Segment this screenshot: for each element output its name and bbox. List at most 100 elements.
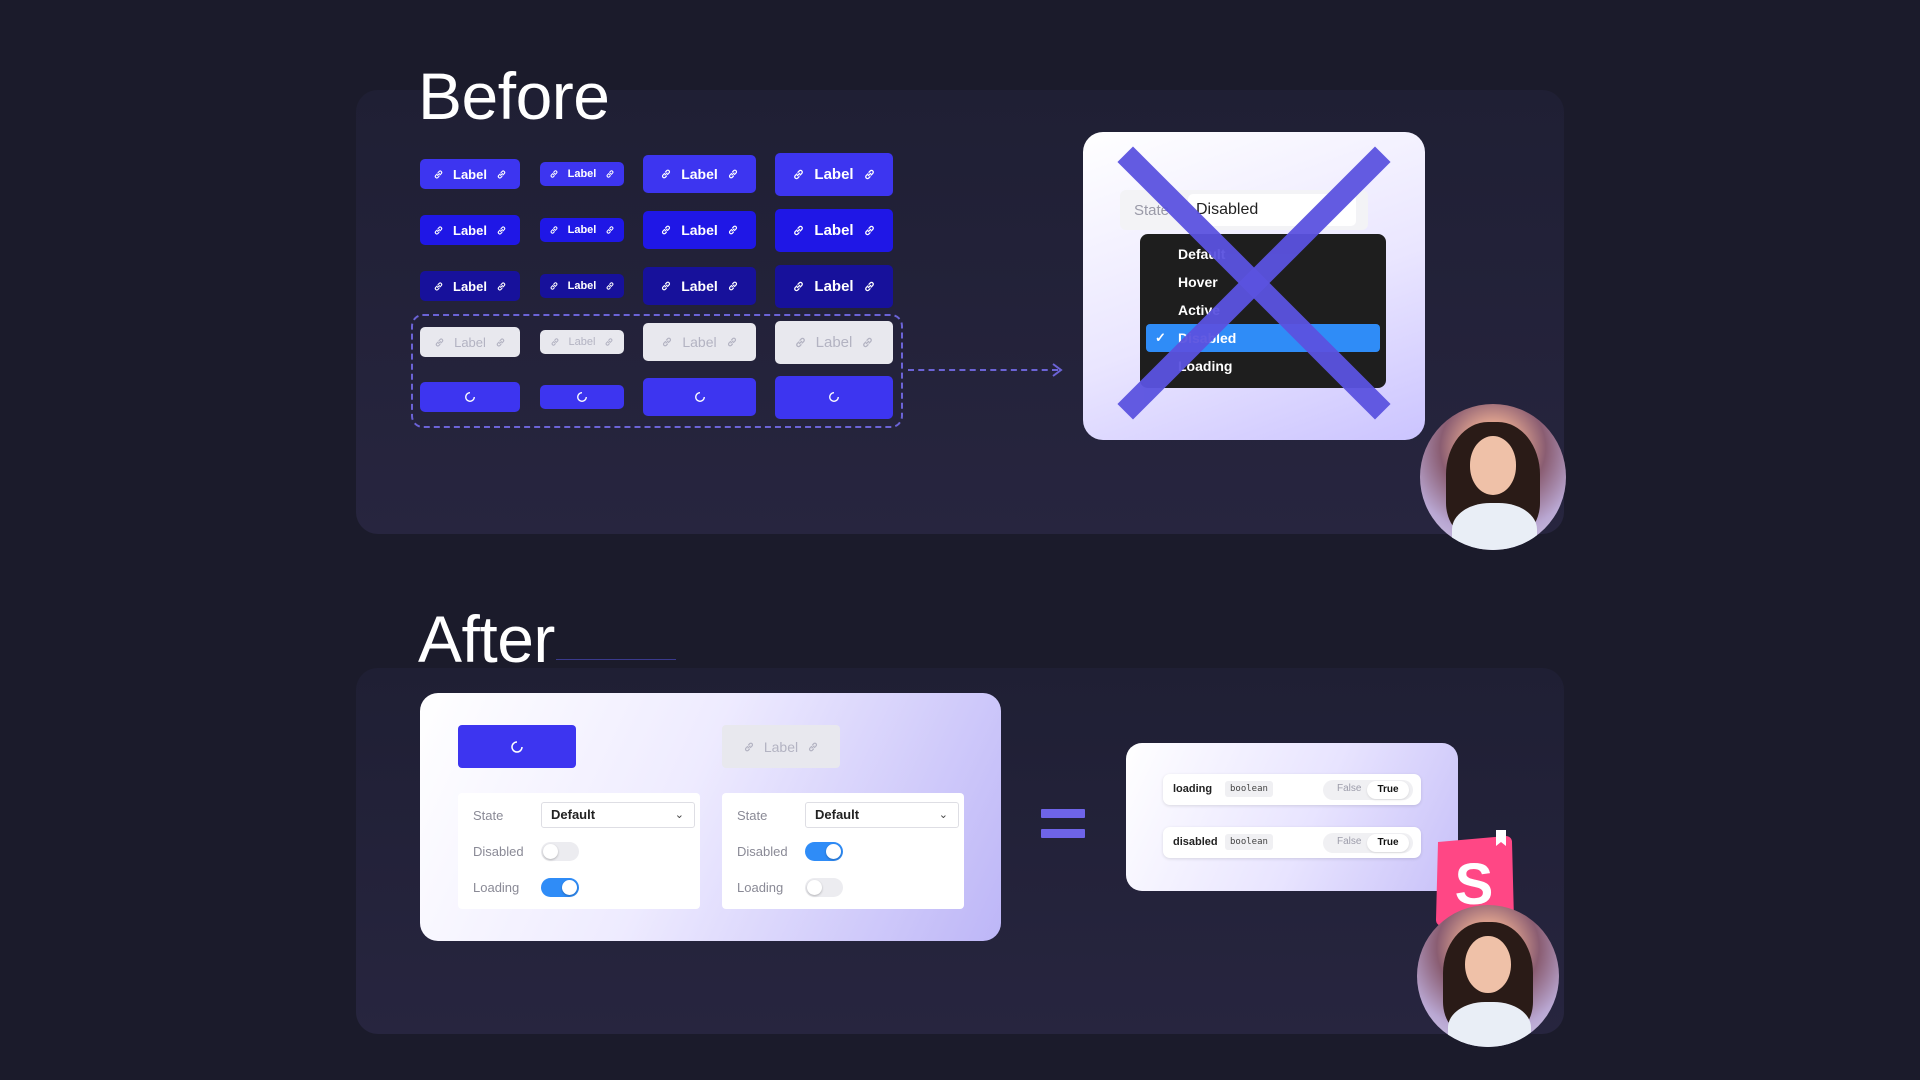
boolean-switch[interactable]: False True: [1323, 780, 1413, 800]
link-icon: [864, 225, 874, 235]
state-label: State: [473, 808, 504, 823]
link-icon: [606, 170, 614, 178]
dashed-arrow-line: [908, 369, 1058, 373]
link-icon: [794, 281, 804, 291]
button-label: Label: [453, 278, 487, 294]
prop-type: boolean: [1225, 781, 1273, 797]
button-active-size-1[interactable]: Label: [420, 271, 520, 301]
button-hover-size-3[interactable]: Label: [643, 211, 756, 249]
link-icon: [794, 169, 804, 179]
button-label: Label: [453, 166, 487, 182]
link-icon: [863, 337, 873, 347]
state-field-label: State: [1134, 202, 1170, 219]
link-icon: [550, 170, 557, 178]
button-label: Label: [682, 334, 717, 350]
button-label: Label: [453, 222, 487, 238]
loading-button[interactable]: [458, 725, 576, 768]
before-heading: Before: [418, 59, 610, 133]
button-label: Label: [567, 168, 597, 180]
link-icon: [794, 225, 804, 235]
button-label: Label: [814, 277, 854, 295]
boolean-switch[interactable]: False True: [1323, 833, 1413, 853]
true-option[interactable]: True: [1367, 781, 1409, 799]
link-icon: [434, 226, 443, 234]
removed-states-highlight: [411, 314, 903, 428]
chevron-down-icon: ⌄: [938, 809, 948, 821]
spinner-icon: [829, 392, 839, 402]
button-loading-size-2[interactable]: [540, 385, 624, 409]
menu-item-hover[interactable]: Hover: [1178, 274, 1218, 290]
link-icon: [728, 225, 737, 235]
button-label: Label: [815, 333, 853, 351]
link-icon: [551, 338, 558, 346]
button-loading-size-3[interactable]: [643, 378, 756, 416]
link-icon: [497, 170, 506, 178]
button-default-size-1[interactable]: Label: [420, 159, 520, 189]
arrow-head-icon: [1052, 363, 1063, 377]
link-icon: [434, 170, 443, 178]
prop-row-disabled: disabled boolean False True: [1163, 827, 1421, 858]
link-icon: [606, 338, 613, 346]
disabled-toggle[interactable]: [541, 842, 579, 861]
button-disabled-size-1[interactable]: Label: [420, 327, 520, 357]
button-default-size-2[interactable]: Label: [540, 162, 624, 186]
button-label: Label: [568, 336, 596, 348]
prop-type: boolean: [1225, 834, 1273, 850]
state-select[interactable]: Default⌄: [805, 802, 959, 828]
button-label: Label: [681, 166, 718, 182]
disabled-button[interactable]: Label: [722, 725, 840, 768]
false-option[interactable]: False: [1337, 783, 1362, 794]
spinner-icon: [694, 392, 705, 402]
link-icon: [434, 282, 443, 290]
link-icon: [864, 169, 874, 179]
link-icon: [550, 226, 557, 234]
button-active-size-4[interactable]: Label: [775, 264, 893, 308]
equals-icon: [1041, 809, 1085, 849]
button-hover-size-1[interactable]: Label: [420, 215, 520, 245]
button-hover-size-2[interactable]: Label: [540, 218, 624, 242]
disabled-toggle[interactable]: [805, 842, 843, 861]
button-active-size-3[interactable]: Label: [643, 267, 756, 305]
after-underline: [556, 659, 676, 660]
button-disabled-size-3[interactable]: Label: [643, 323, 756, 361]
loading-label: Loading: [473, 880, 520, 895]
disabled-button-label: Label: [763, 738, 799, 755]
link-icon: [435, 338, 444, 346]
link-icon: [497, 226, 506, 234]
true-option[interactable]: True: [1367, 834, 1409, 852]
button-label: Label: [567, 224, 597, 236]
button-loading-size-4[interactable]: [775, 375, 893, 419]
link-icon: [497, 282, 506, 290]
button-hover-size-4[interactable]: Label: [775, 208, 893, 252]
button-label: Label: [814, 165, 854, 183]
button-active-size-2[interactable]: Label: [540, 274, 624, 298]
link-icon: [663, 337, 672, 347]
loading-toggle[interactable]: [805, 878, 843, 897]
button-default-size-3[interactable]: Label: [643, 155, 756, 193]
link-icon: [795, 337, 805, 347]
loading-label: Loading: [737, 880, 784, 895]
storybook-props-card: loading boolean False True disabled bool…: [1126, 743, 1458, 891]
prop-name: disabled: [1173, 836, 1218, 848]
false-option[interactable]: False: [1337, 836, 1362, 847]
cross-out-icon: [1117, 146, 1391, 420]
after-demo-card: Label State Default⌄ Disabled Loading St…: [420, 693, 1001, 941]
button-loading-size-1[interactable]: [420, 382, 520, 412]
link-icon: [550, 282, 557, 290]
button-label: Label: [814, 221, 854, 239]
button-disabled-size-4[interactable]: Label: [775, 320, 893, 364]
presenter-avatar: [1417, 905, 1559, 1047]
menu-item-loading[interactable]: Loading: [1178, 358, 1233, 374]
link-icon: [662, 225, 671, 235]
button-disabled-size-2[interactable]: Label: [540, 330, 624, 354]
button-label: Label: [681, 222, 718, 238]
button-default-size-4[interactable]: Label: [775, 152, 893, 196]
old-state-control-card: State Disabled Default Hover Active ✓Dis…: [1083, 132, 1425, 440]
state-select[interactable]: Default⌄: [541, 802, 695, 828]
prop-row-loading: loading boolean False True: [1163, 774, 1421, 805]
disabled-label: Disabled: [737, 844, 788, 859]
storybook-logo-icon: S: [1436, 830, 1514, 926]
link-icon: [606, 226, 614, 234]
spinner-icon: [511, 740, 523, 753]
loading-toggle[interactable]: [541, 878, 579, 897]
